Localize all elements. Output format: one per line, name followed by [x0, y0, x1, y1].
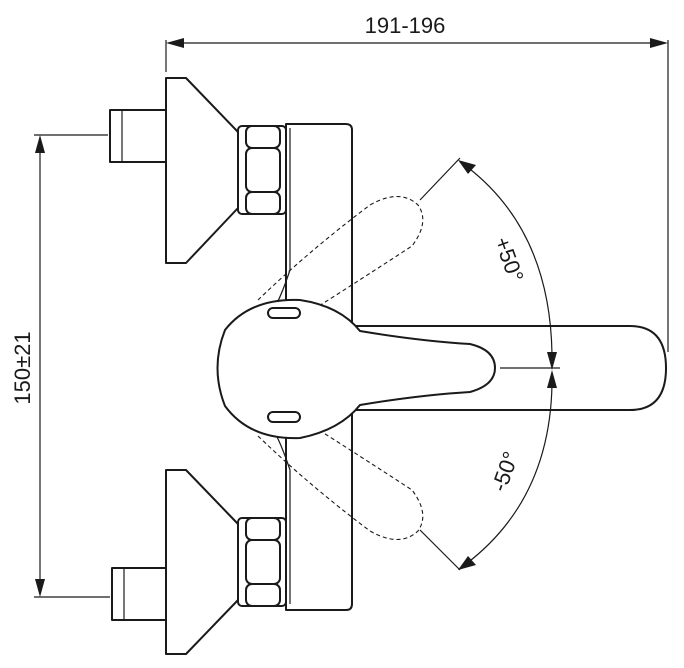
height-dimension: 150±21	[10, 134, 110, 598]
width-dimension-label: 191-196	[365, 13, 446, 38]
angle-down-label: -50°	[486, 448, 523, 495]
angle-up-label: +50°	[489, 233, 528, 285]
bottom-wall-connector	[111, 469, 287, 655]
height-dimension-label: 150±21	[10, 331, 35, 404]
lever-handle	[216, 298, 667, 440]
top-wall-connector	[109, 77, 287, 264]
width-dimension: 191-196	[165, 13, 669, 352]
